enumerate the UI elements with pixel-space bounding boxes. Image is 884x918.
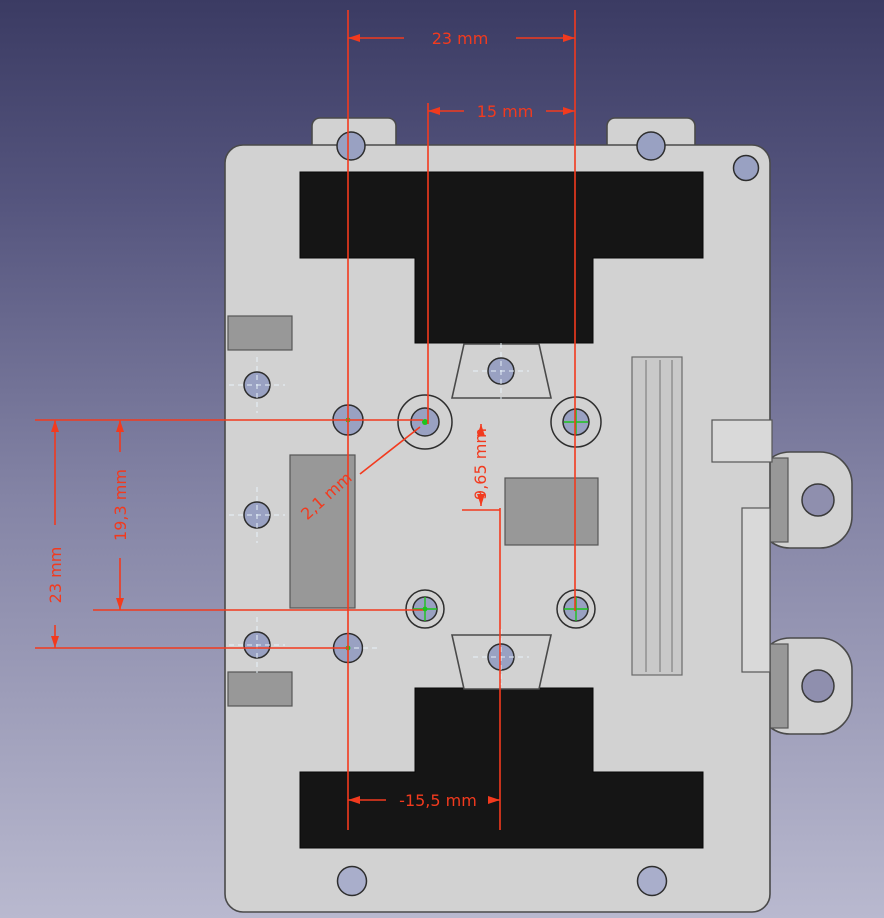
bottom-hole-right[interactable]: [636, 865, 668, 897]
bottom-pocket[interactable]: [299, 687, 704, 849]
mounting-ear-bottom-right[interactable]: [757, 637, 853, 735]
hole-row1-right-counterbore[interactable]: [550, 396, 602, 448]
right-edge-strip[interactable]: [741, 507, 771, 673]
dimension-extension-lines: [35, 10, 576, 830]
hole-row2-right-counterbore[interactable]: [556, 589, 596, 629]
hole-row2-center-counterbore[interactable]: [405, 589, 445, 629]
top-boss-crosshair: [473, 343, 529, 399]
dim-9-65mm-vertical[interactable]: 9,65 mm: [471, 424, 490, 506]
dim-23mm-top-horizontal[interactable]: 23 mm: [348, 29, 575, 48]
dim-label-neg-15-5mm[interactable]: -15,5 mm: [399, 791, 477, 810]
left-boss-bottom[interactable]: [227, 671, 293, 707]
center-right-boss[interactable]: [504, 477, 599, 546]
right-edge-notch[interactable]: [711, 419, 773, 463]
bottom-center-boss[interactable]: [451, 634, 552, 690]
dim-label-9-65mm[interactable]: 9,65 mm: [471, 428, 490, 500]
dim-19-3mm-vertical[interactable]: 19,3 mm: [111, 420, 130, 610]
left-center-boss[interactable]: [289, 454, 356, 609]
main-plate-face[interactable]: [224, 144, 771, 913]
dim-label-23mm-left[interactable]: 23 mm: [46, 547, 65, 604]
left-hole-3[interactable]: [229, 617, 285, 673]
left-hole-2[interactable]: [229, 487, 285, 543]
dim-label-23mm-top[interactable]: 23 mm: [432, 29, 489, 48]
dim-15mm-horizontal[interactable]: 15 mm: [428, 102, 575, 121]
dim-label-19-3mm[interactable]: 19,3 mm: [111, 469, 130, 541]
left-boss-top[interactable]: [227, 315, 293, 351]
right-rail[interactable]: [631, 356, 683, 676]
top-pocket[interactable]: [299, 171, 704, 344]
dim-label-15mm[interactable]: 15 mm: [477, 102, 534, 121]
tab-hole-top-left[interactable]: [336, 131, 366, 161]
dim-23mm-left-vertical[interactable]: 23 mm: [46, 420, 65, 648]
mounting-ear-top-right[interactable]: [757, 451, 853, 549]
bottom-hole-left[interactable]: [336, 865, 368, 897]
tab-hole-top-right[interactable]: [636, 131, 666, 161]
dim-neg-15-5mm-bottom[interactable]: -15,5 mm: [348, 791, 500, 810]
corner-hole-top-right[interactable]: [732, 154, 760, 182]
bottom-boss-crosshair: [473, 629, 529, 685]
left-hole-1[interactable]: [229, 357, 285, 413]
